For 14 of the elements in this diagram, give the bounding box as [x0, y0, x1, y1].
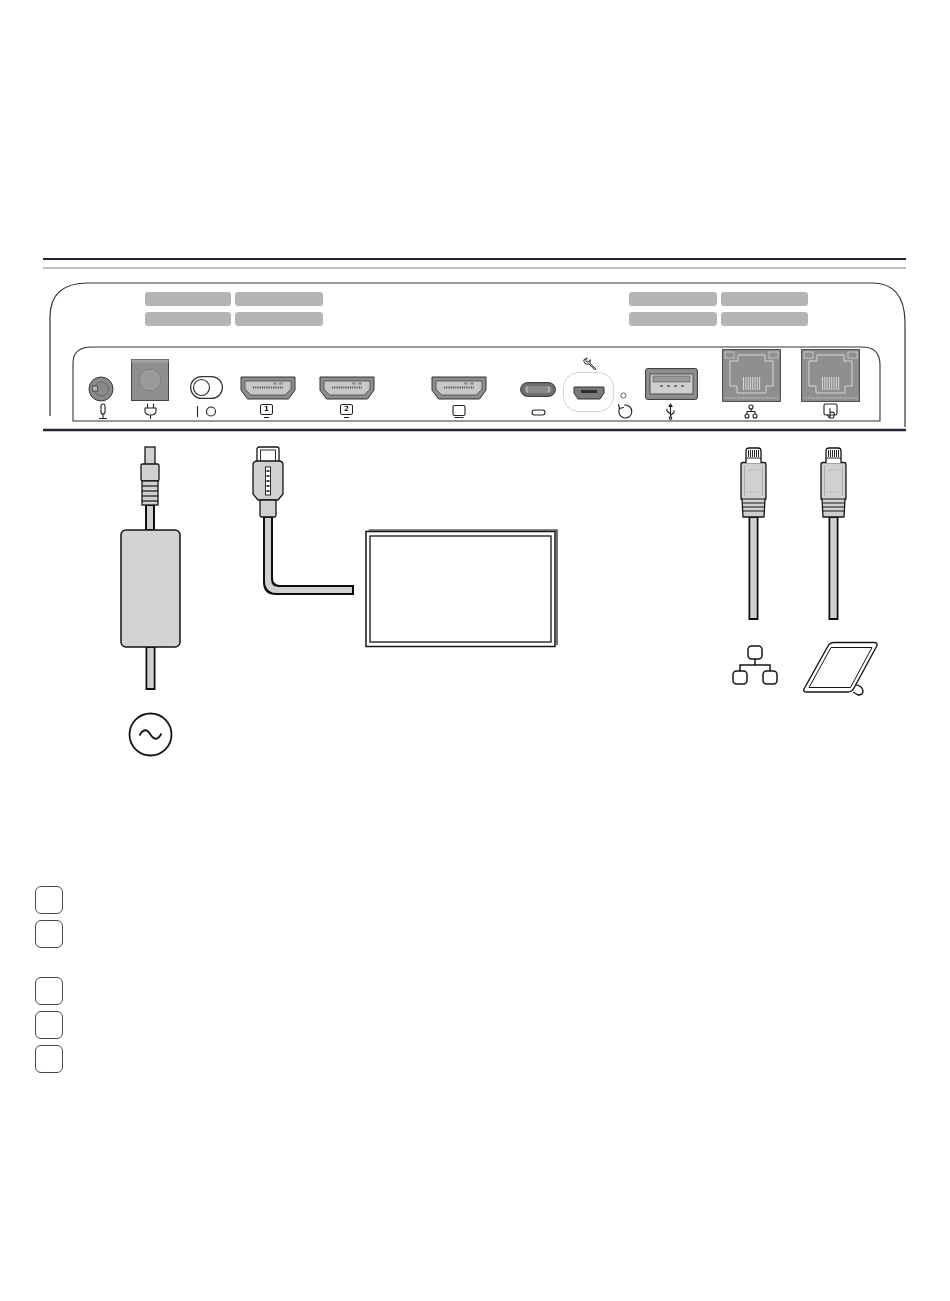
display-screen [365, 529, 558, 648]
cable [147, 506, 153, 529]
network-icon [732, 645, 778, 685]
ac-power-icon [128, 712, 173, 757]
cable [750, 518, 757, 618]
cable [265, 518, 352, 593]
power-adapter [120, 529, 181, 648]
dc-plug [139, 446, 161, 506]
cable [147, 648, 154, 688]
ethernet-plug [740, 447, 767, 518]
hdmi-plug [252, 446, 284, 518]
ethernet-plug [820, 447, 847, 518]
tablet-icon [802, 641, 879, 696]
cable [830, 518, 837, 618]
